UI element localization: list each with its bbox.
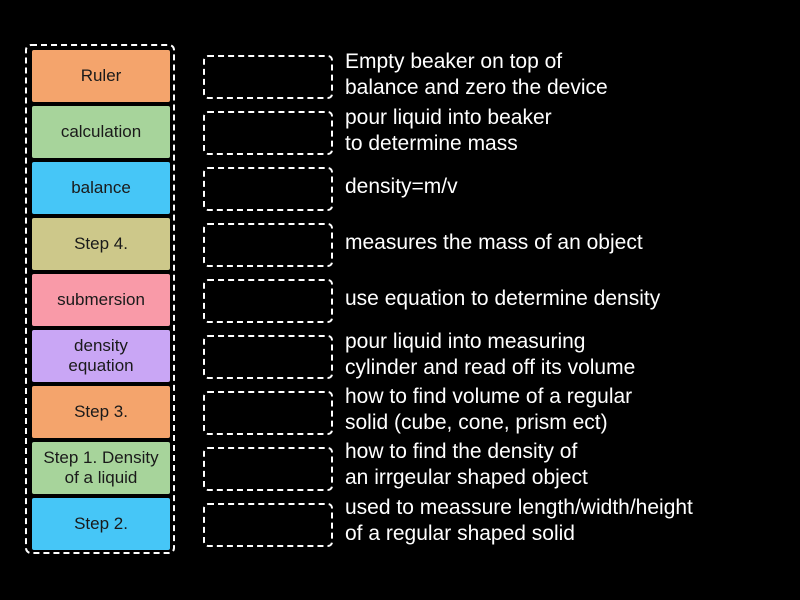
drop-slot-1[interactable]: [203, 55, 333, 99]
description-8: how to find the density of an irrgeular …: [345, 440, 588, 489]
tile-density-equation[interactable]: density equation: [32, 330, 170, 382]
tile-ruler[interactable]: Ruler: [32, 50, 170, 102]
drop-slot-4[interactable]: [203, 223, 333, 267]
description-9: used to meassure length/width/height of …: [345, 496, 693, 545]
description-7: how to find volume of a regular solid (c…: [345, 385, 633, 434]
tile-bank: [25, 44, 175, 554]
description-1: Empty beaker on top of balance and zero …: [345, 50, 608, 99]
drop-slot-5[interactable]: [203, 279, 333, 323]
drop-slot-6[interactable]: [203, 335, 333, 379]
description-6: pour liquid into measuring cylinder and …: [345, 330, 636, 379]
description-4: measures the mass of an object: [345, 231, 643, 254]
drop-slot-9[interactable]: [203, 503, 333, 547]
drop-slot-2[interactable]: [203, 111, 333, 155]
tile-step-3[interactable]: Step 3.: [32, 386, 170, 438]
tile-step-1-density-of-a-liquid[interactable]: Step 1. Density of a liquid: [32, 442, 170, 494]
description-5: use equation to determine density: [345, 287, 661, 310]
tile-step-2[interactable]: Step 2.: [32, 498, 170, 550]
drop-slot-8[interactable]: [203, 447, 333, 491]
tile-step-4[interactable]: Step 4.: [32, 218, 170, 270]
tile-submersion[interactable]: submersion: [32, 274, 170, 326]
tile-balance[interactable]: balance: [32, 162, 170, 214]
drop-slot-3[interactable]: [203, 167, 333, 211]
description-3: density=m/v: [345, 175, 458, 198]
tile-calculation[interactable]: calculation: [32, 106, 170, 158]
description-2: pour liquid into beaker to determine mas…: [345, 106, 552, 155]
drop-slot-7[interactable]: [203, 391, 333, 435]
